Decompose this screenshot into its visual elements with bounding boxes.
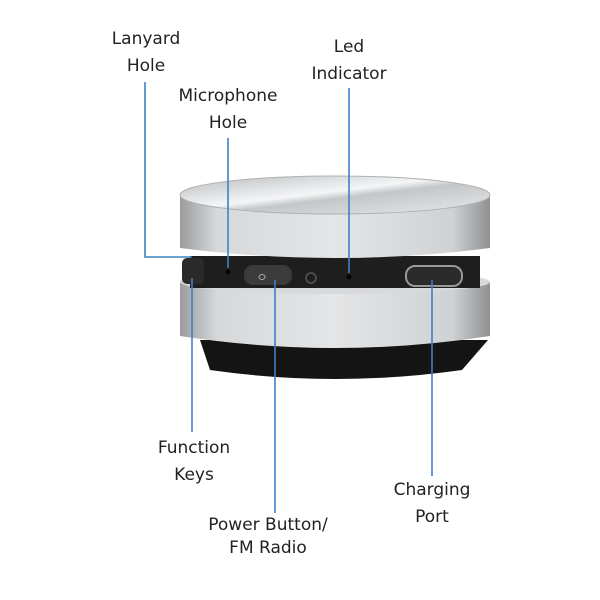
label-line: Lanyard <box>111 29 181 49</box>
power-icon <box>305 272 317 284</box>
label-line: Function <box>157 438 231 458</box>
usb-c-port <box>405 265 463 287</box>
top-cap <box>179 175 491 215</box>
function-keys-switch <box>182 258 204 284</box>
speaker-base <box>200 340 488 379</box>
label-charging-port: Charging Port <box>394 477 471 531</box>
label-function-keys: Function Keys <box>158 435 230 489</box>
label-line: Power Button/ <box>208 515 328 535</box>
label-line: FM Radio <box>229 538 307 558</box>
label-power-button: Power Button/ FM Radio <box>208 514 327 560</box>
label-led-indicator: Led Indicator <box>311 34 386 88</box>
label-line: Hole <box>208 113 248 133</box>
led-indicator <box>346 274 352 280</box>
label-microphone-hole: Microphone Hole <box>179 83 278 137</box>
microphone-hole <box>225 269 231 275</box>
label-line: Hole <box>126 56 166 76</box>
label-lanyard-hole: Lanyard Hole <box>112 26 181 80</box>
power-button <box>244 265 292 285</box>
label-line: Keys <box>174 465 214 485</box>
power-button-dot <box>258 274 266 280</box>
leader-lanyard <box>144 82 192 258</box>
label-line: Indicator <box>311 64 387 84</box>
lower-band <box>180 282 490 348</box>
label-line: Port <box>415 507 449 527</box>
label-line: Led <box>333 37 365 57</box>
label-line: Charging <box>393 480 471 500</box>
label-line: Microphone <box>178 86 278 106</box>
